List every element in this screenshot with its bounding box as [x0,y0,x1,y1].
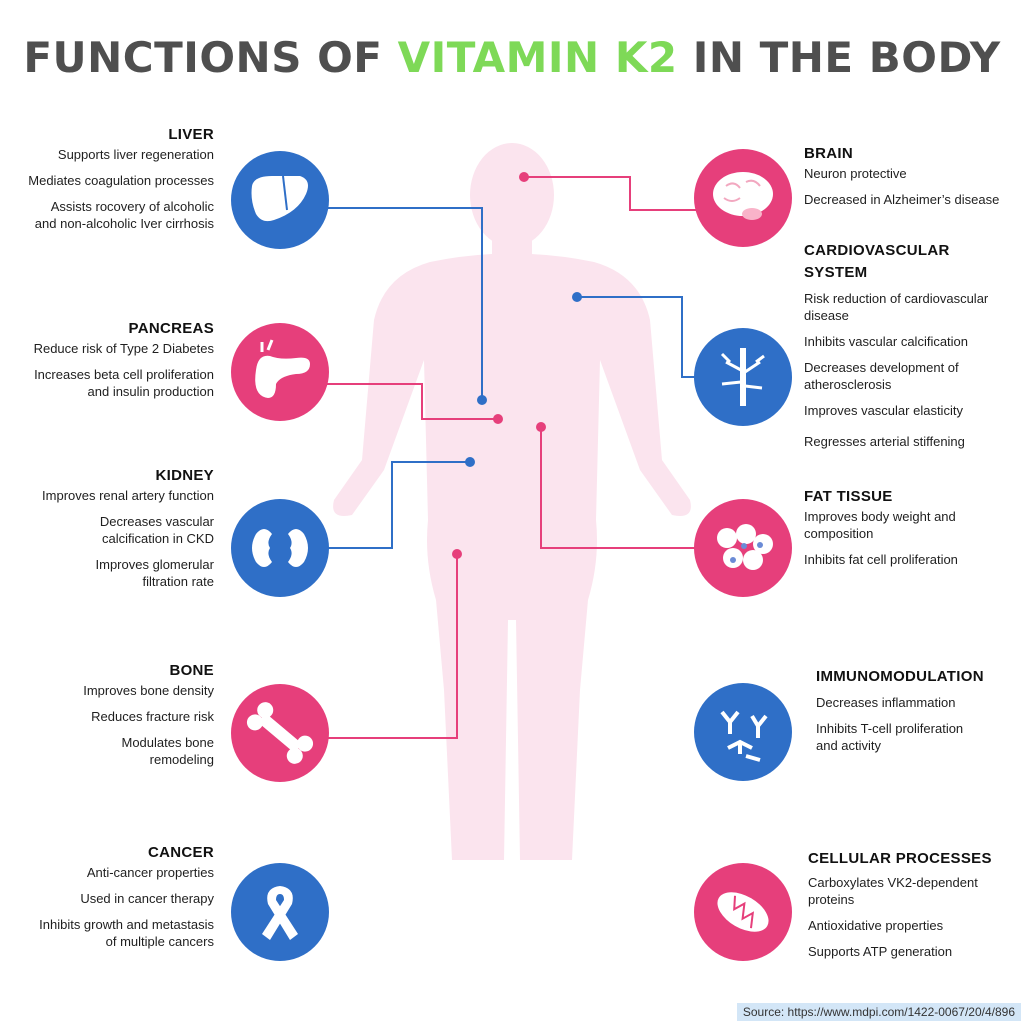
title-part-1: FUNCTIONS OF [23,33,398,82]
antibody-icon [694,683,792,781]
list-item: Inhibits fat cell proliferation [804,552,958,567]
source-caption: Source: https://www.mdpi.com/1422-0067/2… [736,1003,1021,1021]
list-item: Assists rocovery of alcoholic and non-al… [34,199,214,231]
section-heading: LIVER [168,126,214,143]
list-item: Neuron protective [804,166,907,181]
section-cancer: CANCER Anti-cancer properties Used in ca… [0,842,214,959]
section-immunomodulation: IMMUNOMODULATION Decreases inflammation … [816,666,1016,763]
list-item: Carboxylates VK2-dependent proteins [808,875,978,907]
list-item: Improves glomerular filtration rate [95,557,215,589]
kidney-connector [326,461,470,549]
pancreas-connector [326,383,498,420]
title-part-2: IN THE BODY [677,33,1001,82]
blood-vessel-icon [694,328,792,426]
list-item: Inhibits T-cell proliferation and activi… [816,721,964,753]
connector-dots [452,172,582,559]
section-heading: CANCER [148,844,214,861]
list-item: Decreased in Alzheimer’s disease [804,192,1000,207]
list-item: Supports liver regeneration [57,147,214,162]
brain-connector [524,176,696,211]
section-liver: LIVER Supports liver regeneration Mediat… [0,124,214,241]
list-item: Decreases inflammation [816,695,956,710]
section-heading: PANCREAS [128,320,214,337]
fat-connector [540,427,696,549]
ribbon-icon [231,863,329,961]
list-item: Modulates bone remodeling [121,735,214,767]
list-item: Supports ATP generation [808,944,953,959]
section-heading: CARDIOVASCULAR SYSTEM [804,242,950,281]
title-accent: VITAMIN K2 [397,33,678,82]
fat-cells-icon [694,499,792,597]
list-item: Risk reduction of cardiovascular disease [804,291,989,323]
section-heading: IMMUNOMODULATION [816,668,984,685]
list-item: Improves body weight and composition [804,509,956,541]
body-silhouette [333,143,691,860]
list-item: Decreases vascular calcification in CKD [99,514,214,546]
section-kidney: KIDNEY Improves renal artery function De… [0,465,214,599]
liver-connector [326,207,483,400]
section-heading: BRAIN [804,145,853,162]
list-item: Regresses arterial stiffening [804,434,965,449]
liver-icon [231,151,329,249]
list-item: Increases beta cell proliferation and in… [34,367,214,399]
section-brain: BRAIN Neuron protective Decreased in Alz… [804,143,1014,217]
list-item: Reduce risk of Type 2 Diabetes [33,341,214,356]
list-item: Mediates coagulation processes [28,173,214,188]
pancreas-icon [231,323,329,421]
list-item: Used in cancer therapy [80,891,214,906]
list-item: Antioxidative properties [808,918,944,933]
section-heading: BONE [169,662,214,679]
bone-connector [326,554,458,739]
list-item: Improves bone density [83,683,214,698]
list-item: Inhibits vascular calcification [804,334,969,349]
section-fat-tissue: FAT TISSUE Improves body weight and comp… [804,486,1014,577]
bone-icon [231,684,329,782]
cardio-connector [577,296,696,378]
brain-icon [694,149,792,247]
section-bone: BONE Improves bone density Reduces fract… [0,660,214,777]
list-item: Improves renal artery function [42,488,214,503]
section-heading: FAT TISSUE [804,488,893,505]
section-heading: CELLULAR PROCESSES [808,850,992,867]
section-heading: KIDNEY [155,467,214,484]
mitochondria-icon [694,863,792,961]
kidney-icon [231,499,329,597]
list-item: Improves vascular elasticity [804,403,963,418]
section-cellular-processes: CELLULAR PROCESSES Carboxylates VK2-depe… [808,848,1018,969]
section-cardiovascular: CARDIOVASCULAR SYSTEM Risk reduction of … [804,240,1014,459]
list-item: Decreases development of atherosclerosis [804,360,959,392]
list-item: Reduces fracture risk [91,709,214,724]
page-title: FUNCTIONS OF VITAMIN K2 IN THE BODY [0,30,1024,86]
list-item: Inhibits growth and metastasis of multip… [39,917,214,949]
list-item: Anti-cancer properties [86,865,214,880]
section-pancreas: PANCREAS Reduce risk of Type 2 Diabetes … [0,318,214,409]
